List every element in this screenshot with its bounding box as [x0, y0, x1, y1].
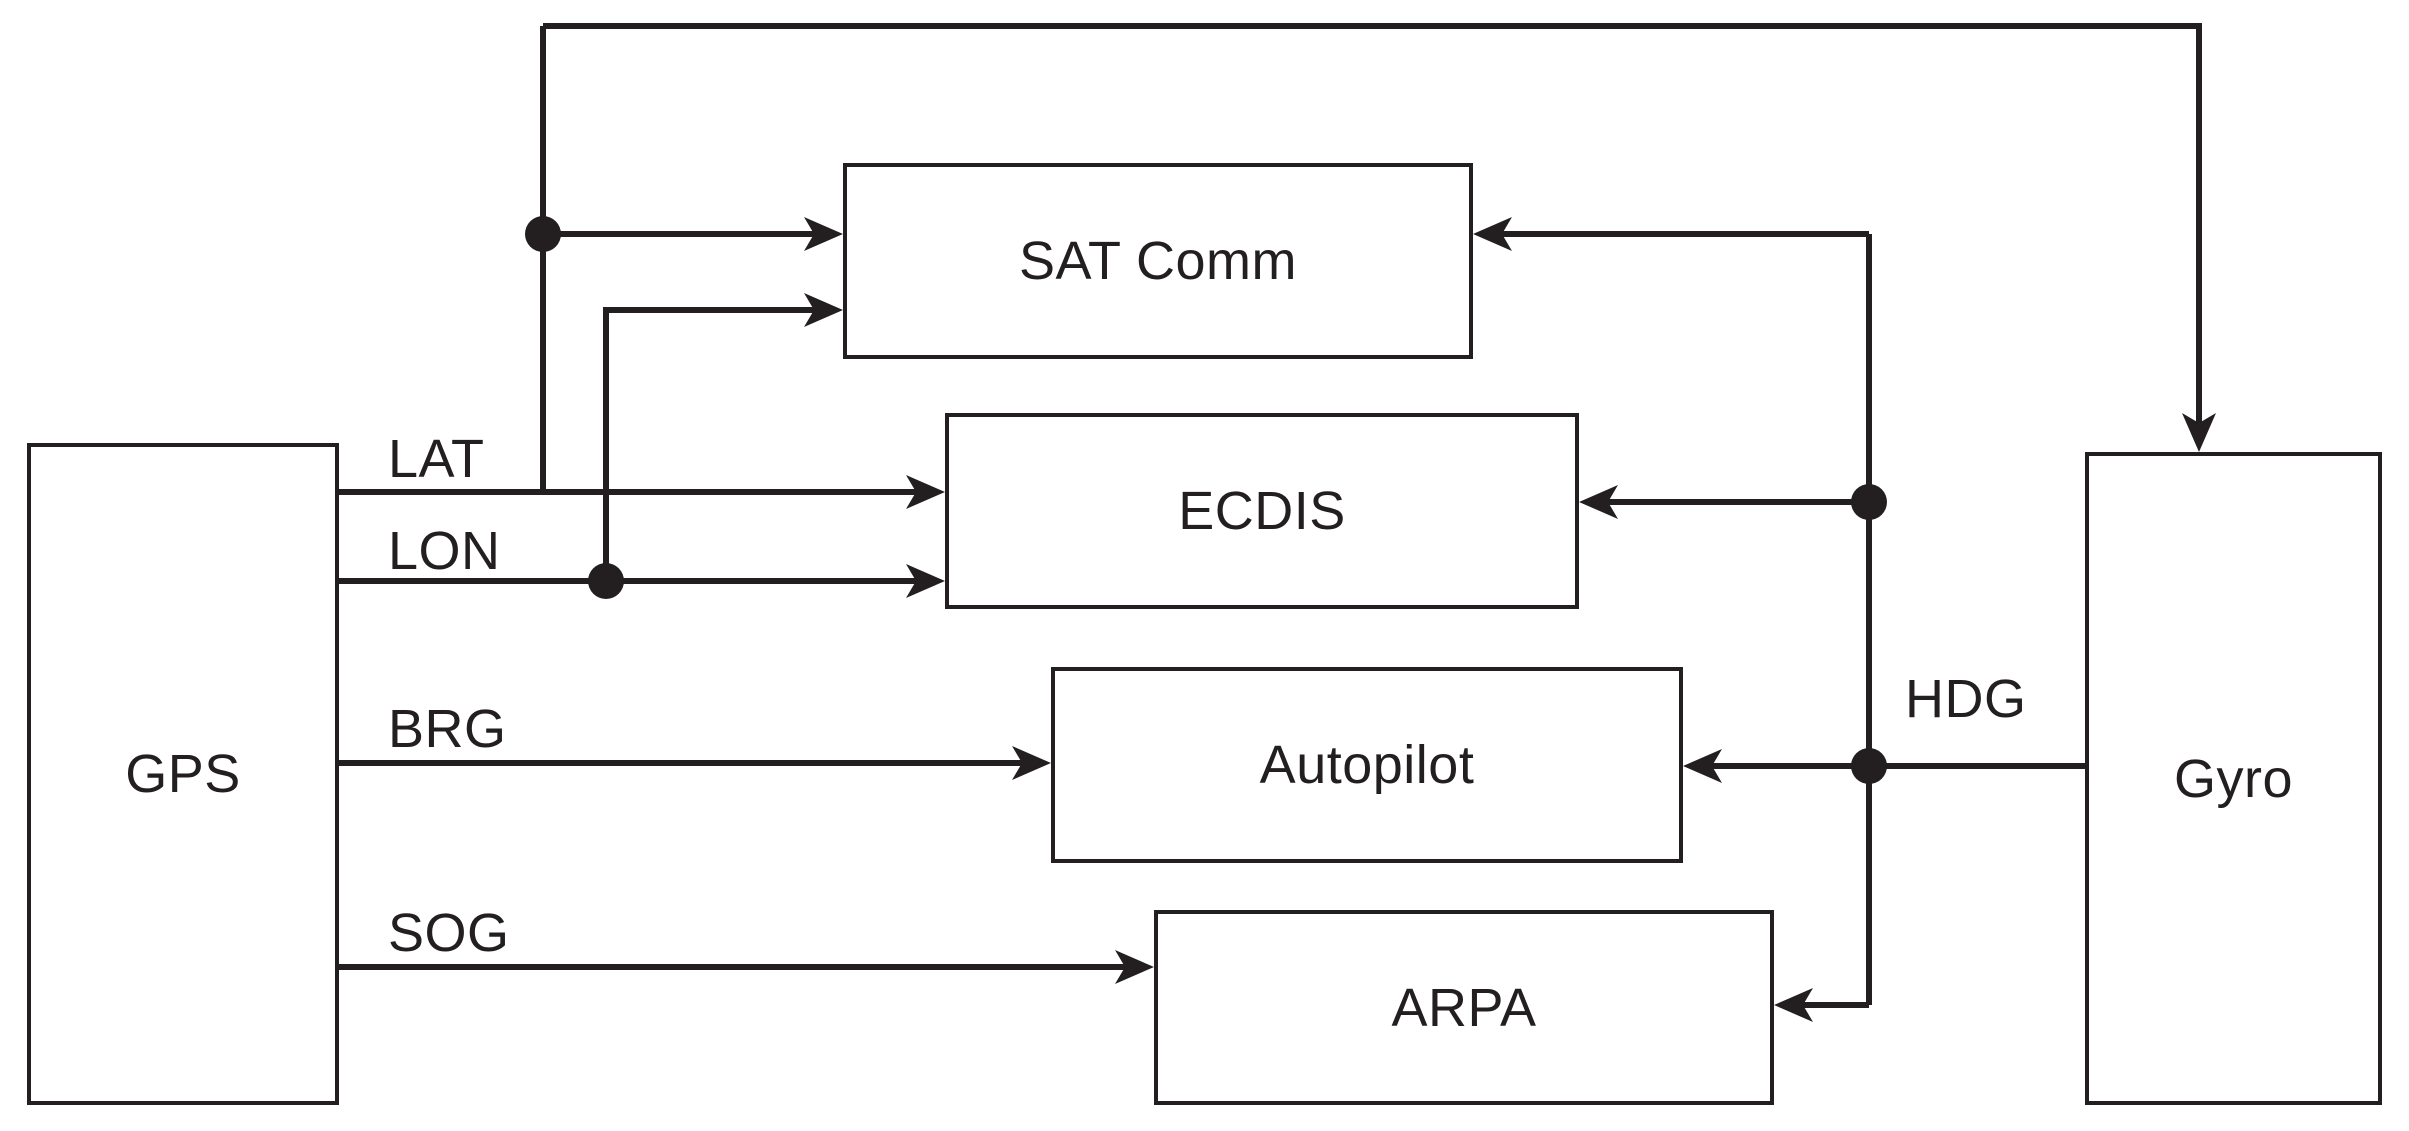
edge-gps-lat-satcomm [543, 217, 843, 251]
edge-label-sog: SOG [388, 903, 510, 963]
edge-gyro-hdg-arpa [1774, 988, 1869, 1022]
node-autopilot[interactable]: Autopilot [1051, 667, 1683, 863]
arrow-head-icon [1579, 485, 1618, 519]
junction-dot-lon-split [588, 563, 624, 599]
edge-label-brg: BRG [388, 699, 507, 759]
node-sat-comm[interactable]: SAT Comm [843, 163, 1473, 359]
arrow-head-icon [1473, 217, 1512, 251]
arrow-head-icon [1012, 746, 1051, 780]
arrow-head-icon [804, 217, 843, 251]
node-ecdis[interactable]: ECDIS [945, 413, 1579, 609]
arrow-head-icon [2182, 413, 2216, 452]
junction-dot-hdg-ecdis [1851, 484, 1887, 520]
arrow-head-icon [1115, 950, 1154, 984]
arrow-head-icon [1774, 988, 1813, 1022]
node-arpa[interactable]: ARPA [1154, 910, 1774, 1105]
edge-label-lat: LAT [388, 429, 485, 489]
junction-dot-lat-top [525, 216, 561, 252]
edge-label-lon: LON [388, 521, 501, 581]
arrow-head-icon [804, 293, 843, 327]
edge-gyro-hdg-autopilot [1683, 749, 1869, 783]
node-gps[interactable]: GPS [27, 443, 339, 1105]
node-gyro[interactable]: Gyro [2085, 452, 2382, 1105]
arrow-head-icon [906, 564, 945, 598]
edge-gps-lon-satcomm [603, 293, 843, 581]
arrow-head-icon [906, 475, 945, 509]
edge-gyro-hdg-satcomm [1473, 217, 1869, 251]
junction-dot-hdg-auto [1851, 748, 1887, 784]
edge-label-hdg: HDG [1905, 669, 2027, 729]
arrow-head-icon [1683, 749, 1722, 783]
edge-gyro-hdg-ecdis [1579, 485, 1869, 519]
